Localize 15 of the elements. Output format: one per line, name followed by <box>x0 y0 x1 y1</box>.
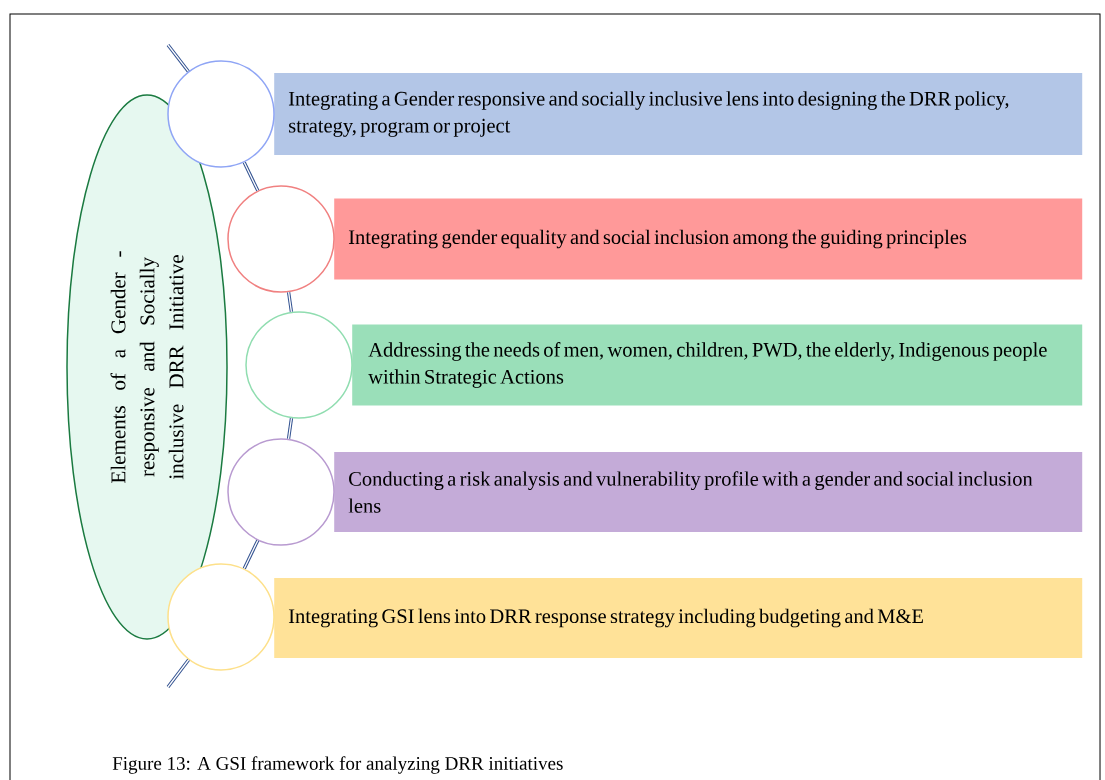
circle <box>167 563 275 671</box>
circle <box>167 60 275 168</box>
spine-segment <box>286 417 294 440</box>
text-bar: Integrating GSI lens into DRR response strategy including budgeting and M&E <box>274 578 1083 658</box>
text-bar: Addressing the needs of men, women, children, PWD, the elderly, Indigenous people within Strategic Actions <box>352 324 1083 406</box>
text-bar: Integrating a Gender responsive and socially inclusive lens into designing the DRR policy, strategy, program or project <box>274 73 1083 155</box>
caption: Figure 13: A GSI framework for analyzing DRR initiatives <box>112 756 563 774</box>
spine-segment <box>242 539 260 570</box>
circle <box>245 311 353 419</box>
circle <box>227 438 335 546</box>
spine-segment <box>242 161 260 192</box>
text-bar: Conducting a risk analysis and vulnerability profile with a gender and social inclusion lens <box>334 452 1083 532</box>
spine-segment <box>286 291 294 313</box>
circle <box>227 185 335 293</box>
text-bar: Integrating gender equality and social inclusion among the guiding principles <box>334 198 1083 280</box>
